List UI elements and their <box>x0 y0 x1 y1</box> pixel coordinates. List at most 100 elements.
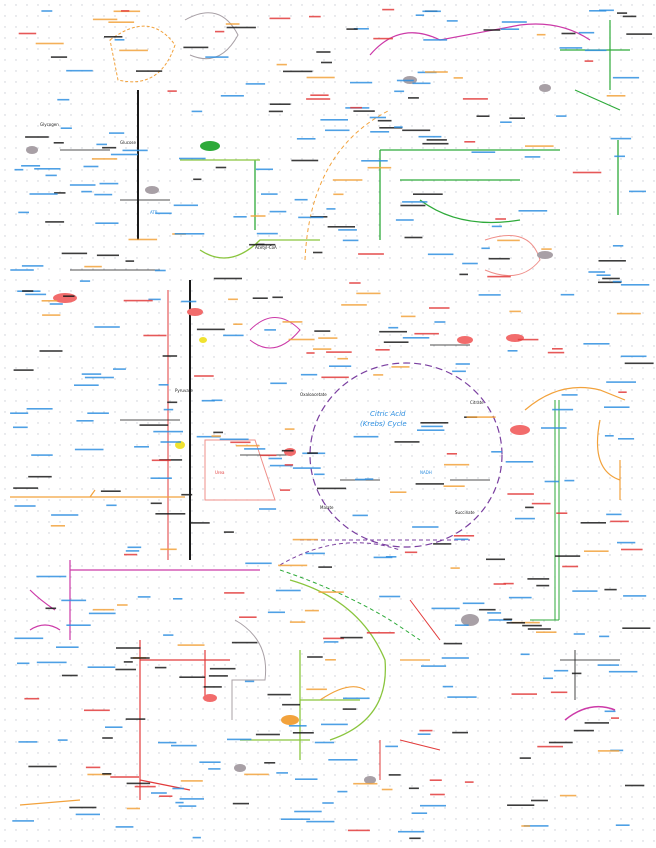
annotation-text-mark <box>326 351 352 353</box>
annotation-text-mark <box>562 565 579 568</box>
annotation-text-mark <box>394 441 420 443</box>
annotation-text-mark <box>446 453 457 455</box>
annotation-text-mark <box>49 303 63 305</box>
annotation-text-mark <box>329 365 352 367</box>
annotation-text-mark <box>536 33 546 36</box>
annotation-text-mark <box>379 330 407 333</box>
annotation-text-mark <box>137 596 151 598</box>
annotation-text-mark <box>487 612 502 614</box>
annotation-text-mark <box>208 675 228 677</box>
annotation-text-mark <box>626 33 653 35</box>
annotation-text-mark <box>511 693 537 695</box>
red-pathway-lower-left <box>139 640 230 800</box>
annotation-text-mark <box>421 425 443 428</box>
annotation-text-mark <box>85 766 101 769</box>
annotation-text-mark <box>464 781 474 783</box>
annotation-text-mark <box>228 298 238 301</box>
annotation-text-mark <box>26 408 53 410</box>
annotation-text-mark <box>203 686 222 688</box>
annotation-text-mark <box>573 729 594 732</box>
annotation-text-mark <box>318 337 338 339</box>
annotation-text-mark <box>553 669 569 672</box>
annotation-text-mark <box>87 412 109 414</box>
annotation-text-mark <box>61 252 88 255</box>
label-acetyl-coa: Acetyl-CoA <box>255 245 277 250</box>
annotation-text-mark <box>367 166 392 169</box>
annotation-text-mark <box>14 505 36 507</box>
annotation-text-mark <box>306 820 335 823</box>
annotation-text-mark <box>154 666 167 669</box>
annotation-text-mark <box>604 588 617 591</box>
annotation-text-mark <box>602 277 620 280</box>
annotation-text-mark <box>231 641 258 644</box>
annotation-text-mark <box>69 184 96 186</box>
annotation-text-mark <box>552 348 563 350</box>
annotation-text-mark <box>337 790 348 793</box>
annotation-text-mark <box>117 604 128 606</box>
annotation-text-mark <box>620 355 647 358</box>
annotation-text-mark <box>572 590 598 592</box>
annotation-text-mark <box>134 446 149 448</box>
annotation-text-mark <box>604 710 616 713</box>
annotation-text-mark <box>154 269 166 272</box>
annotation-text-mark <box>269 103 291 105</box>
annotation-text-mark <box>353 110 375 112</box>
annotation-text-mark <box>434 321 446 323</box>
annotation-text-mark <box>109 132 125 134</box>
annotation-text-mark <box>126 807 140 810</box>
annotation-text-mark <box>96 143 107 146</box>
annotation-text-mark <box>317 487 347 490</box>
green-double-line-right <box>530 400 560 621</box>
annotation-text-mark <box>454 538 469 541</box>
annotation-text-mark <box>323 637 344 640</box>
annotation-text-mark <box>245 83 266 85</box>
annotation-text-mark <box>521 825 531 827</box>
annotation-text-mark <box>471 151 496 153</box>
annotation-text-mark <box>194 375 214 377</box>
annotation-text-mark <box>226 26 256 29</box>
annotation-text-mark <box>366 632 395 634</box>
annotation-text-mark <box>125 550 140 552</box>
annotation-text-mark <box>564 479 575 482</box>
annotation-text-mark <box>572 171 602 174</box>
annotation-text-mark <box>385 556 397 558</box>
annotation-text-mark <box>429 779 442 781</box>
annotation-text-mark <box>421 665 447 667</box>
annotation-text-mark <box>500 121 512 123</box>
annotation-text-mark <box>18 741 38 743</box>
annotation-text-mark <box>388 774 401 776</box>
annotation-text-mark <box>215 30 225 33</box>
annotation-text-mark <box>379 127 403 129</box>
annotation-text-mark <box>503 582 514 585</box>
annotation-text-mark <box>561 394 578 396</box>
annotation-text-mark <box>417 733 431 735</box>
annotation-text-mark <box>523 825 549 827</box>
annotation-text-mark <box>180 780 203 782</box>
orange-pathway-right <box>524 386 626 500</box>
annotation-text-mark <box>115 826 134 828</box>
annotation-text-mark <box>104 36 123 38</box>
annotation-text-mark <box>462 602 485 605</box>
annotation-text-mark <box>346 28 358 30</box>
annotation-text-mark <box>550 691 568 694</box>
annotation-text-mark <box>272 296 283 299</box>
annotation-text-mark <box>347 829 370 832</box>
annotation-text-mark <box>411 812 428 814</box>
annotation-text-mark <box>544 480 559 483</box>
annotation-text-mark <box>249 243 276 246</box>
annotation-text-mark <box>578 31 595 34</box>
annotation-text-mark <box>76 420 94 422</box>
annotation-text-mark <box>227 738 252 741</box>
annotation-text-mark <box>536 631 557 633</box>
metabolite-node-yellow-2 <box>199 337 207 343</box>
annotation-text-mark <box>446 20 458 22</box>
annotation-text-mark <box>478 294 501 296</box>
annotation-text-mark <box>325 129 350 132</box>
annotation-text-mark <box>57 98 70 101</box>
annotation-text-mark <box>162 355 178 357</box>
annotation-text-mark <box>233 323 243 325</box>
label-succinate: Succinate <box>455 510 475 515</box>
annotation-text-mark <box>10 269 34 271</box>
annotation-text-mark <box>507 493 534 495</box>
